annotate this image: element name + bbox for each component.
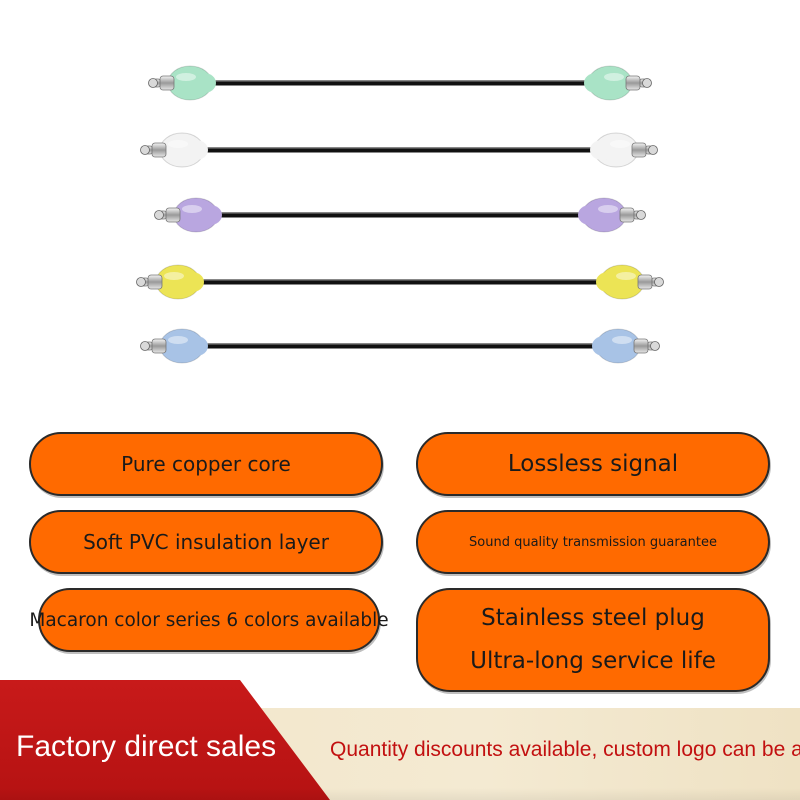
plug-right [578,197,646,233]
discount-text: Quantity discounts available, custom log… [330,738,800,761]
plug-left [154,197,222,233]
plug-left [140,132,208,168]
patch-cable-5 [140,328,660,364]
plug-left [140,328,208,364]
feature-steel-plug-text: Stainless steel plug [481,605,705,631]
feature-service-life-text: Ultra-long service life [470,648,716,674]
factory-direct-sales-text: Factory direct sales [16,730,277,763]
plug-right [584,65,652,101]
plug-right [596,264,664,300]
feature-lossless-signal-text: Lossless signal [507,451,679,477]
plug-right [590,132,658,168]
promo-banner-shadow [0,788,800,800]
feature-pvc-insulation-text: Soft PVC insulation layer [83,530,329,554]
patch-cable-4 [136,264,664,300]
plug-left [136,264,204,300]
plug-left [148,65,216,101]
plug-right [592,328,660,364]
feature-copper-core: Pure copper core [29,432,383,496]
feature-steel-plug: Stainless steel plug Ultra-long service … [416,588,770,692]
patch-cable-2 [140,132,658,168]
feature-sound-quality: Sound quality transmission guarantee [416,510,770,574]
feature-sound-quality-text: Sound quality transmission guarantee [469,534,717,550]
feature-pvc-insulation: Soft PVC insulation layer [29,510,383,574]
feature-macaron-colors: Macaron color series 6 colors available [29,588,389,652]
patch-cables-image [136,65,664,364]
patch-cable-3 [154,197,646,233]
feature-lossless-signal: Lossless signal [416,432,770,496]
promo-banner: Factory direct sales Quantity discounts … [0,680,800,800]
patch-cable-1 [148,65,652,101]
feature-macaron-colors-text: Macaron color series 6 colors available [29,609,389,631]
feature-copper-core-text: Pure copper core [121,452,291,476]
